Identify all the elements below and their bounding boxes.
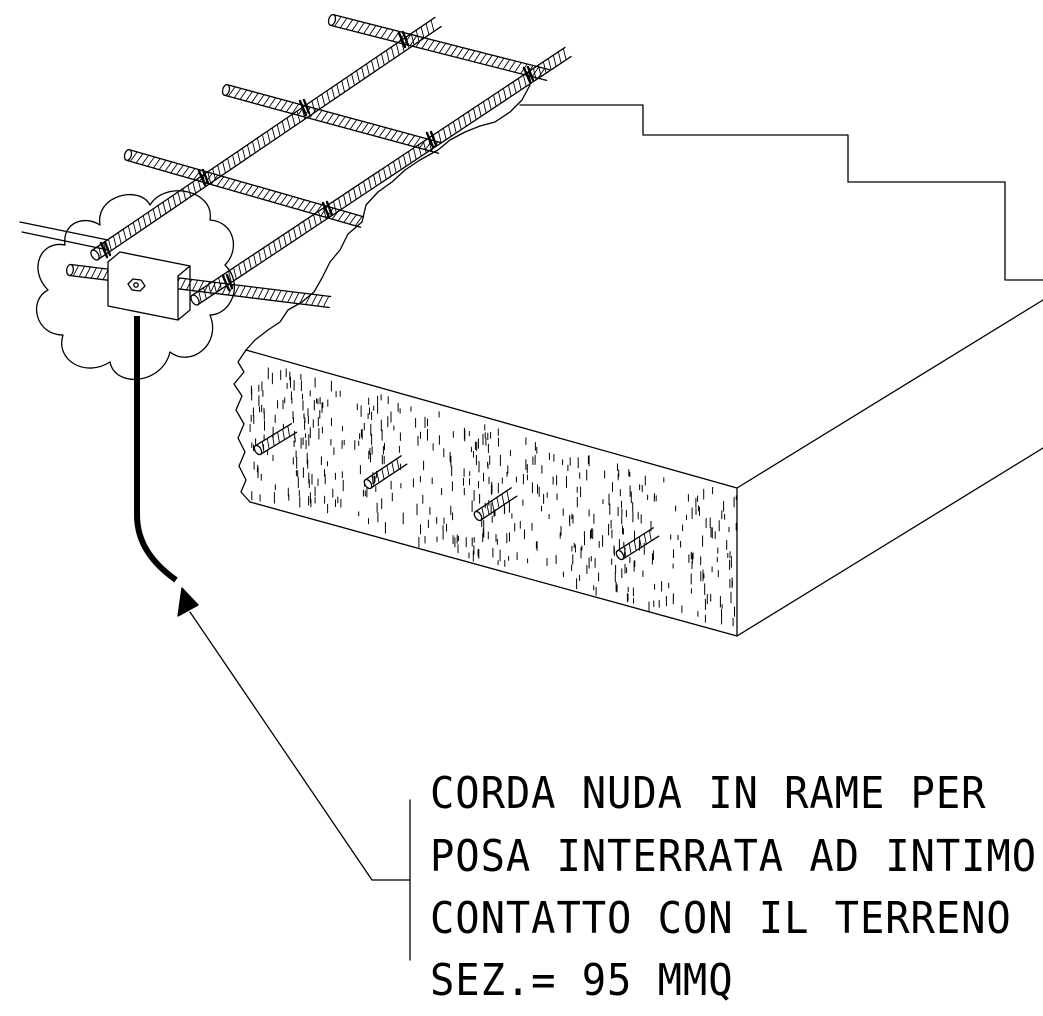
concrete-hatch (249, 367, 737, 627)
slab-rough-edge (233, 349, 251, 503)
tie-wire (197, 168, 210, 187)
annotation-line-2: POSA INTERRATA AD INTIMO (430, 831, 1037, 882)
rebar-outline (329, 14, 551, 81)
foundation-slab-top (245, 299, 1043, 489)
rebar-ribs (481, 490, 510, 519)
tie-wire (425, 130, 438, 149)
rebar-bar (615, 527, 660, 561)
rebar-ribs (261, 425, 291, 453)
rebar-end (90, 249, 100, 261)
rebar-outline (254, 423, 298, 455)
tie-wire (298, 98, 311, 117)
clamp-body (107, 261, 179, 321)
rebar-bar (363, 455, 408, 490)
rebar-end (327, 13, 337, 27)
rebar-ribs (98, 19, 435, 258)
rebar-bar (190, 46, 572, 306)
rebar-bar (327, 13, 551, 81)
rebar-mesh (19, 13, 572, 309)
rebar-end (66, 263, 74, 277)
clamp-side (107, 251, 191, 321)
nut-icon (127, 278, 146, 292)
leader-arrowhead-icon (177, 587, 199, 617)
rebar-bar (221, 83, 443, 154)
earth-rod (19, 221, 109, 251)
rebar-ribs (198, 48, 567, 303)
foundation-slab-bottom-edge (249, 501, 738, 637)
rebar-ribs (371, 458, 400, 487)
stepped-excavation-outline (519, 104, 1043, 281)
rebar-outline (223, 84, 443, 154)
annotation-line-3: CONTATTO CON IL TERRENO (430, 893, 1012, 944)
rebar-bar (123, 148, 365, 228)
annotation-line-4: SEZ.= 95 MMQ (430, 955, 734, 1006)
rebar-end (363, 478, 373, 490)
bolt-icon (133, 282, 139, 288)
hatch-strokes (249, 367, 737, 627)
rebar-end (253, 444, 263, 456)
rebar-ribs (623, 529, 652, 558)
rebar-outline (91, 16, 442, 261)
tie-wire (321, 200, 334, 219)
rebar-ribs (334, 16, 546, 79)
copper-conductor (134, 316, 178, 583)
rebar-ribs (227, 86, 439, 152)
rebar-ribs (129, 151, 363, 227)
broken-soil-edge (245, 84, 531, 351)
rebar-end (190, 294, 200, 306)
rebar-bar (253, 423, 298, 456)
rebar-bar (90, 16, 442, 261)
rebar-end (615, 549, 625, 561)
rebar-outline (616, 527, 660, 560)
tie-wire (221, 273, 234, 292)
leader-line (189, 611, 411, 881)
rebar-end (221, 83, 231, 97)
foundation-slab-back-edge (736, 447, 1043, 637)
tie-wire (99, 240, 112, 259)
annotation-line-1: CORDA NUDA IN RAME PER (430, 768, 987, 819)
tie-wire (522, 65, 535, 84)
soil-cloud (35, 190, 236, 381)
rebar-bar (473, 487, 518, 522)
slab-rebar-ends (253, 423, 660, 561)
tie-wire (397, 30, 410, 49)
rebar-end (473, 510, 483, 522)
rebar-end (123, 148, 133, 162)
